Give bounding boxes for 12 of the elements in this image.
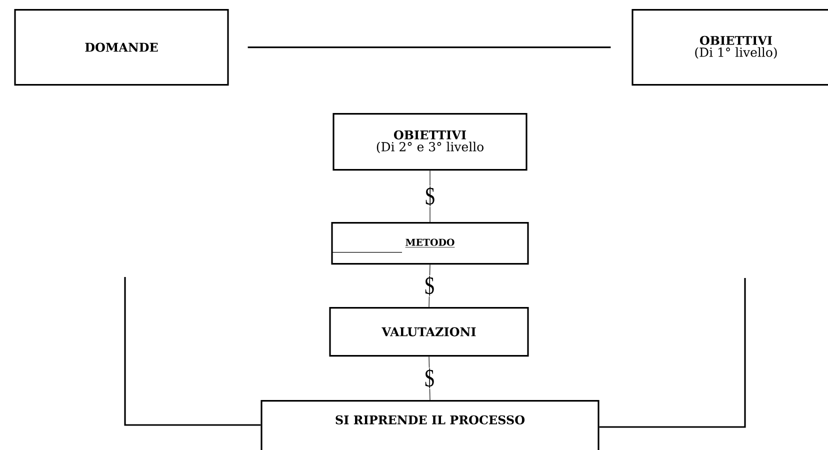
edge-label: $: [424, 186, 436, 207]
connector-line: [248, 46, 611, 48]
evaluation-box: VALUTAZIONI: [329, 307, 529, 357]
bracket-line: [599, 278, 746, 428]
edge-label: $: [424, 275, 435, 296]
process-box: SI RIPRENDE IL PROCESSO: [260, 400, 600, 450]
method-box: METODO: [331, 222, 529, 265]
edge-label: $: [424, 368, 435, 389]
objective-box: OBIETTIVI (Di 1° livello): [632, 9, 828, 86]
objective-box: OBIETTIVI (Di 2° e 3° livello: [332, 113, 528, 171]
bracket-line: [124, 277, 261, 426]
question-box: DOMANDE: [14, 9, 229, 86]
